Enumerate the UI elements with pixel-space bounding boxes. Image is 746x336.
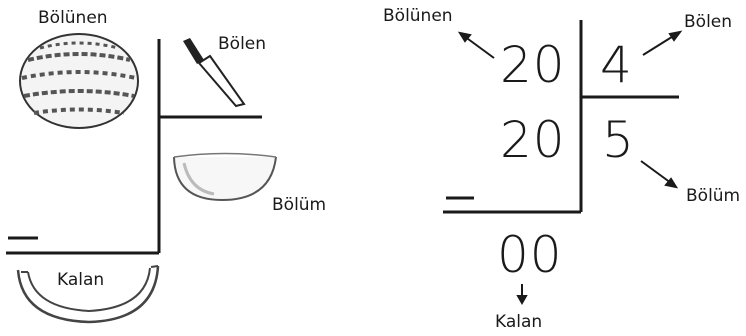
product-value: 20	[500, 111, 566, 169]
left-division-lines	[6, 39, 262, 255]
knife-icon	[183, 38, 246, 108]
right-divisor-label: Bölen	[684, 12, 733, 32]
dividend-value: 20	[500, 36, 566, 94]
left-remainder-label: Kalan	[57, 270, 105, 290]
label-arrows	[457, 30, 683, 306]
right-quotient-label: Bölüm	[686, 186, 741, 206]
bowl-icon	[173, 152, 277, 202]
left-dividend-label: Bölünen	[38, 8, 108, 28]
right-division-lines	[443, 20, 679, 214]
right-remainder-label: Kalan	[495, 312, 543, 332]
watermelon-rind-icon	[16, 265, 160, 324]
watermelon-icon	[19, 33, 139, 129]
right-dividend-label: Bölünen	[383, 6, 453, 26]
quotient-value: 5	[602, 111, 635, 169]
left-quotient-label: Bölüm	[272, 195, 327, 215]
divisor-value: 4	[600, 36, 633, 94]
left-divisor-label: Bölen	[218, 34, 267, 54]
remainder-value: 00	[497, 226, 563, 284]
